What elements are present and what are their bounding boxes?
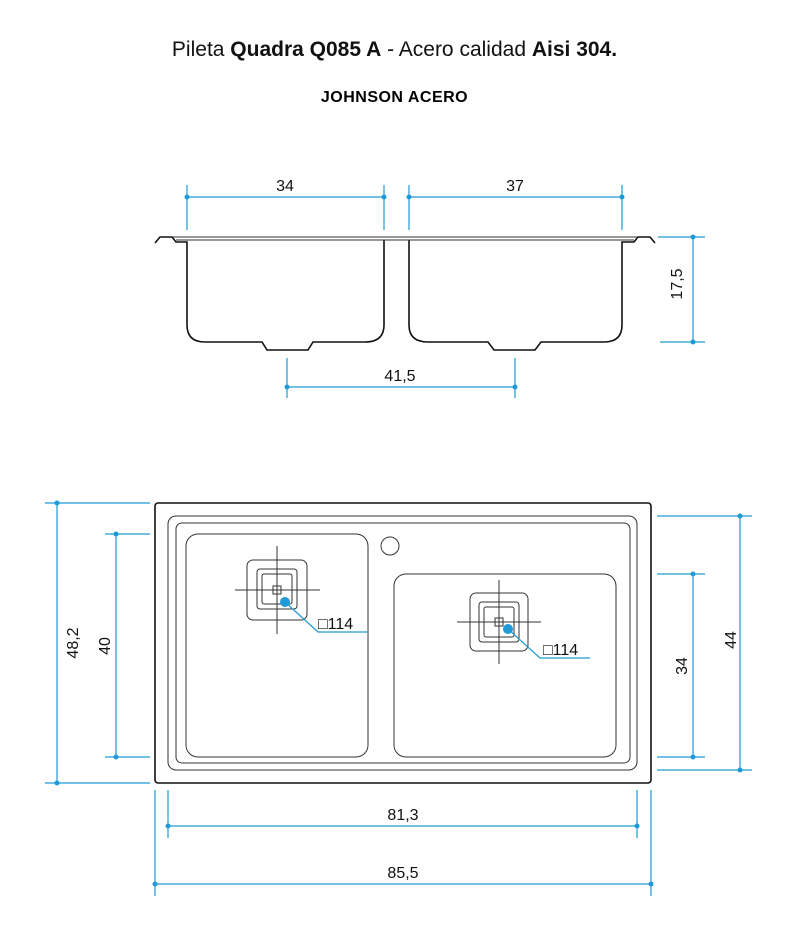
brand-logo: JOHNSON ACERO [320, 89, 469, 106]
title-prefix: Pileta [171, 38, 231, 61]
top-dimensions: 48,2 40 44 34 81,3 85,5 [45, 500, 752, 896]
material-name: Aisi 304. [531, 38, 618, 61]
dim-outer-depth: 48,2 [65, 627, 82, 658]
top-view: □114 □114 [154, 502, 652, 784]
right-drain-label: □114 [543, 642, 578, 659]
side-dimensions: 34 37 17,5 41,5 [184, 178, 705, 398]
dim-depth: 17,5 [669, 268, 686, 299]
dim-drain-spacing: 41,5 [384, 368, 415, 385]
dim-outer-width: 85,5 [387, 865, 418, 882]
page-title: Pileta Quadra Q085 A - Acero calidad Ais… [0, 38, 789, 62]
dim-left-bowl-depth: 40 [97, 637, 114, 655]
left-drain: □114 [235, 546, 368, 634]
left-drain-label: □114 [318, 616, 353, 633]
dim-inner-depth: 44 [723, 631, 740, 649]
dim-right-bowl-depth: 34 [674, 657, 691, 675]
right-drain: □114 [457, 580, 590, 664]
dim-right-bowl-width: 37 [506, 178, 524, 195]
model-name: Quadra Q085 A [230, 38, 382, 61]
dim-left-bowl-width: 34 [276, 178, 294, 195]
dim-inner-width: 81,3 [387, 807, 418, 824]
side-view [154, 236, 656, 351]
title-middle: - Acero calidad [381, 38, 532, 61]
faucet-hole [380, 536, 400, 556]
